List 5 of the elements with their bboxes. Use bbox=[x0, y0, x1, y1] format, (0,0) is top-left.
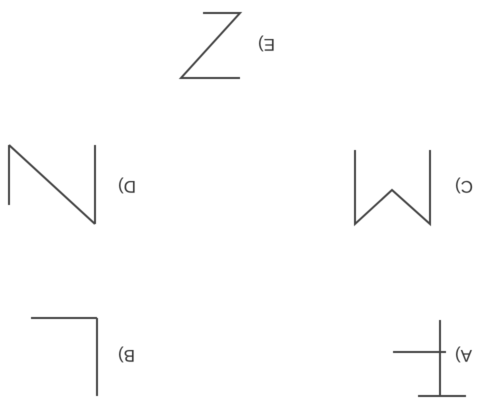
option-label: A) bbox=[455, 347, 472, 364]
option-label: E) bbox=[258, 36, 275, 53]
option-label: C) bbox=[455, 178, 473, 195]
option-label: B) bbox=[118, 347, 135, 364]
option-label: D) bbox=[118, 178, 136, 195]
